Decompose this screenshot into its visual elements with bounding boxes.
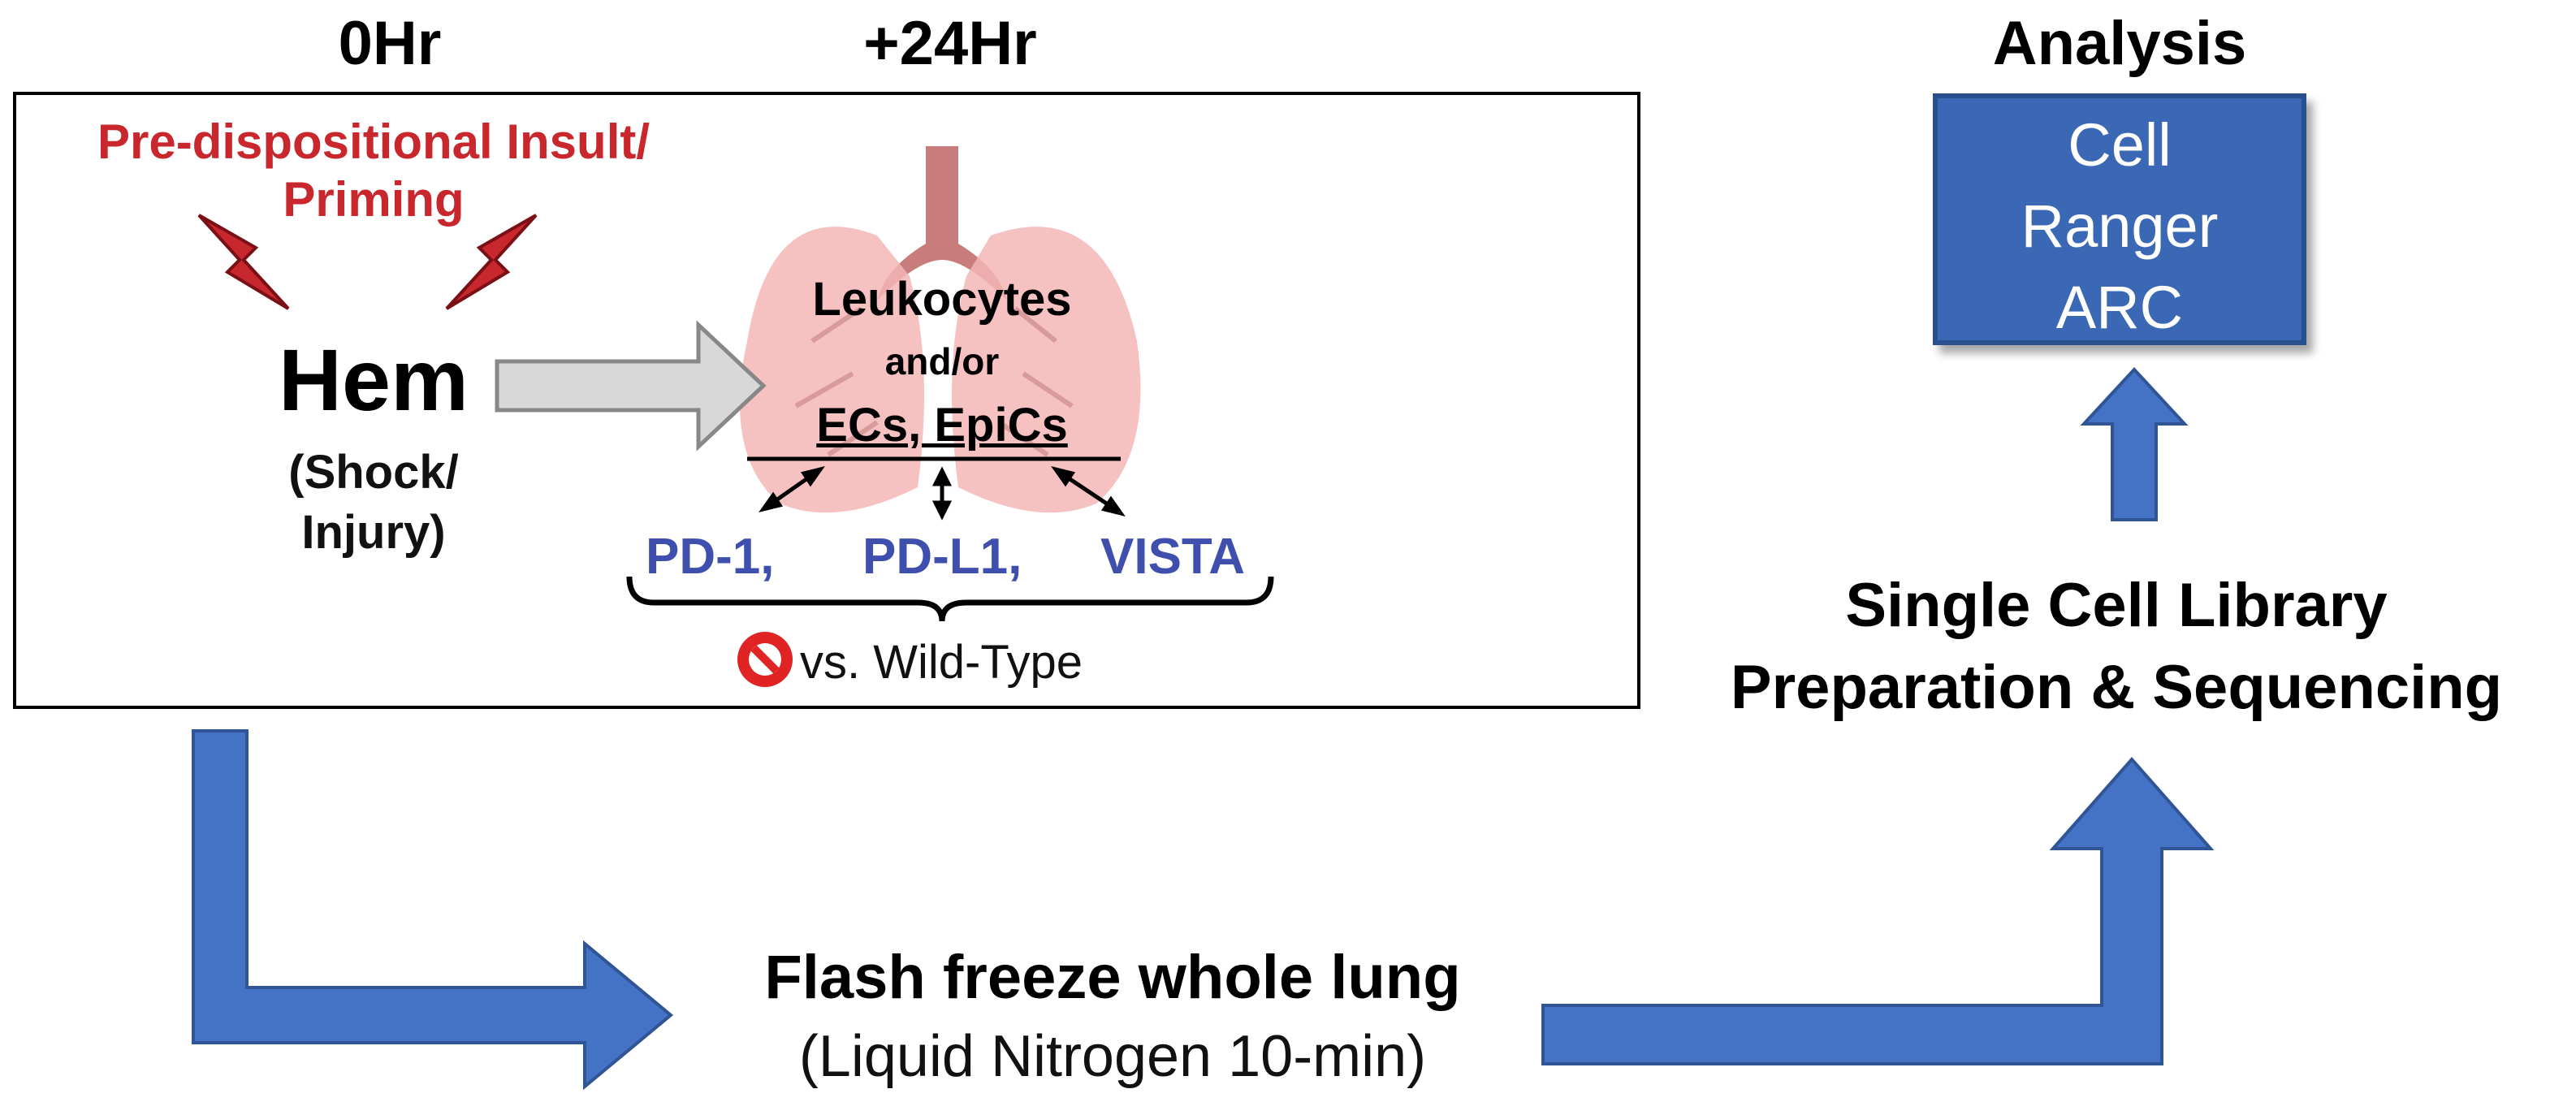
cells-label-ecs-epics: ECs, EpiCs — [816, 399, 1068, 452]
insult-label: Pre-dispositional Insult/ Priming — [16, 114, 731, 229]
marker-pdl1: PD-L1, — [862, 529, 1022, 585]
marker-pd1: PD-1, — [646, 529, 775, 585]
marker-brace — [626, 576, 1274, 622]
cell-ranger-line-3: ARC — [2055, 274, 2184, 341]
hem-sub-line-2: Injury) — [301, 506, 446, 560]
library-line-1: Single Cell Library — [1845, 571, 2388, 640]
library-prep-label: Single Cell Library Preparation & Sequen… — [1657, 564, 2576, 728]
lightning-bolt-left-icon — [197, 214, 290, 310]
flow-arrow-to-freeze — [192, 729, 674, 1091]
gray-process-arrow — [495, 320, 767, 452]
knockout-prohibited-icon — [737, 632, 793, 687]
hem-subtitle: (Shock/ Injury) — [244, 443, 504, 563]
wild-type-comparison: vs. Wild-Type — [800, 636, 1083, 689]
marker-vista: VISTA — [1100, 529, 1245, 585]
lightning-bolt-right-icon — [445, 214, 538, 310]
hem-title: Hem — [278, 331, 469, 429]
cells-label-andor: and/or — [884, 340, 1000, 382]
flow-arrow-to-library — [1541, 756, 2215, 1065]
library-line-2: Preparation & Sequencing — [1730, 653, 2503, 723]
cell-ranger-arc-box: Cell Ranger ARC — [1933, 93, 2306, 345]
timeline-start-label: 0Hr — [338, 9, 442, 78]
experimental-design-box — [13, 92, 1640, 709]
cell-ranger-line-1: Cell — [2068, 111, 2172, 179]
hem-sub-line-1: (Shock/ — [288, 446, 459, 499]
insult-line-2: Priming — [283, 171, 465, 227]
flash-freeze-subtitle: (Liquid Nitrogen 10-min) — [798, 1024, 1427, 1089]
flow-arrow-to-analysis — [2080, 367, 2189, 521]
cells-label-leukocytes: Leukocytes — [812, 273, 1072, 326]
analysis-title: Analysis — [1992, 9, 2247, 78]
flash-freeze-title: Flash freeze whole lung — [764, 943, 1461, 1012]
interaction-arrows — [759, 465, 1126, 521]
cell-ranger-line-2: Ranger — [2021, 192, 2219, 260]
lung-illustration — [740, 146, 1141, 513]
timeline-end-label: +24Hr — [863, 9, 1037, 78]
insult-line-1: Pre-dispositional Insult/ — [97, 115, 650, 169]
